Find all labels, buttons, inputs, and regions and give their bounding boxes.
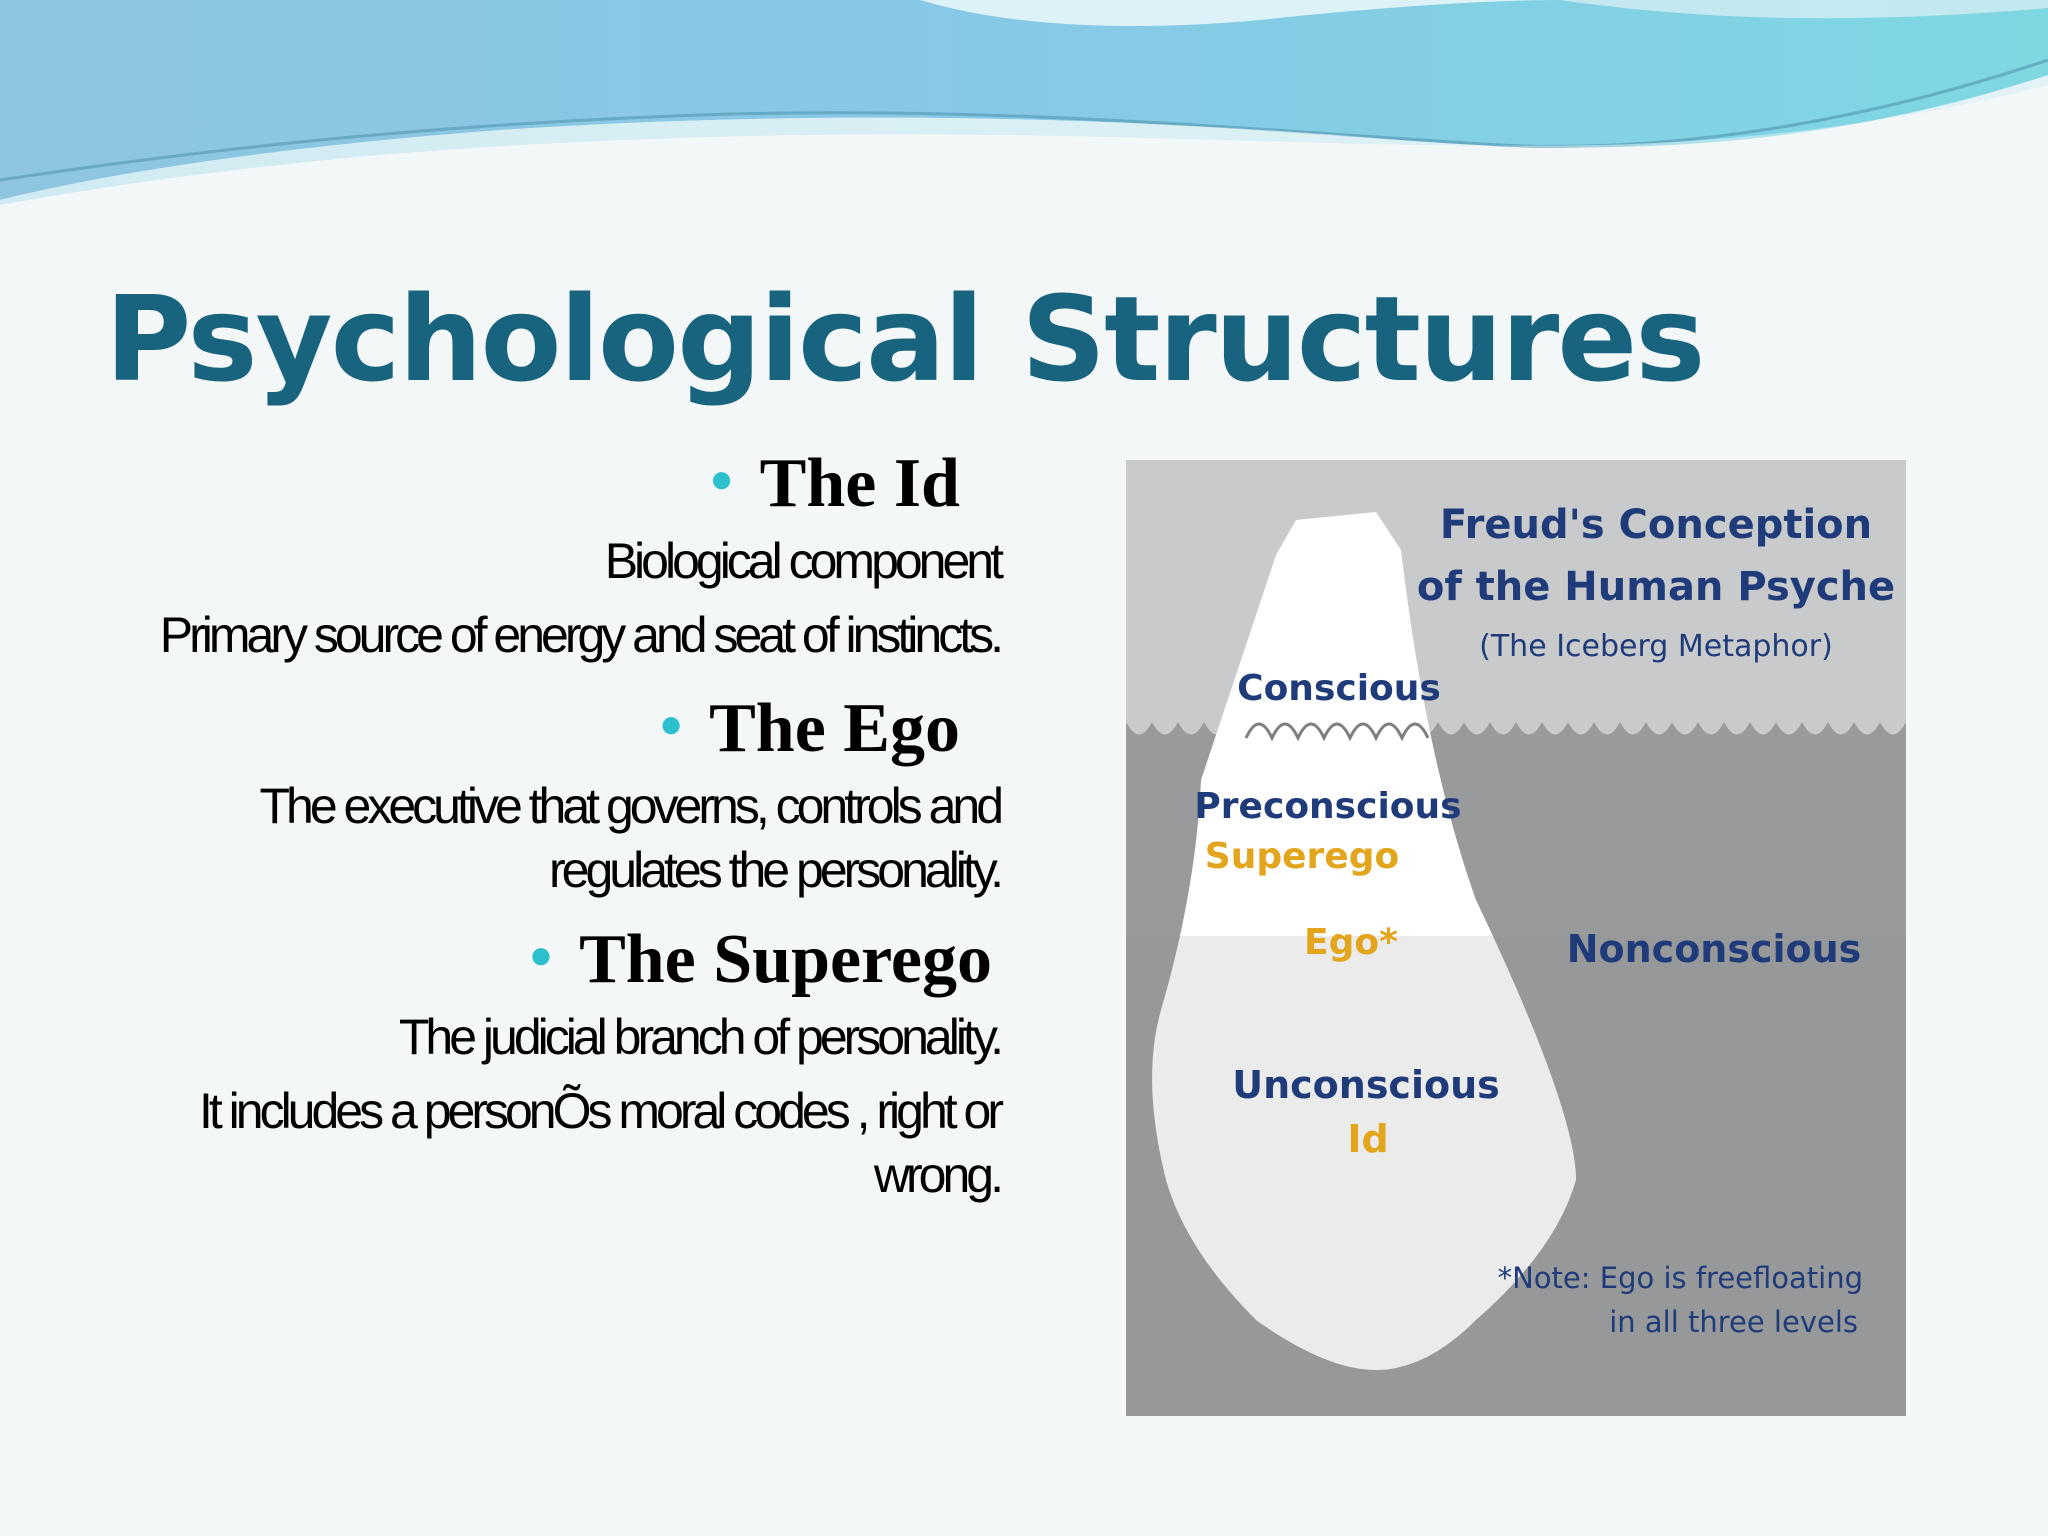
diagram-title-line1: Freud's Conception — [1440, 502, 1872, 548]
label-nonconscious: Nonconscious — [1567, 927, 1862, 971]
deep-water-tint — [1126, 936, 1906, 1416]
heading-superego-text: The Superego — [579, 921, 992, 998]
bullet-icon: ● — [709, 456, 734, 501]
bullet-list: ● The Id Biological component Primary sou… — [130, 440, 1004, 1217]
heading-id: ● The Id — [130, 440, 960, 523]
label-superego: Superego — [1205, 836, 1399, 877]
header-wave-decoration — [0, 0, 2048, 205]
ego-line-1: The executive that governs, controls and… — [259, 778, 1004, 898]
note-line1: *Note: Ego is freefloating — [1498, 1261, 1863, 1295]
id-line-2: Primary source of energy and seat of ins… — [159, 607, 1004, 663]
label-preconscious: Preconscious — [1194, 786, 1461, 827]
bullet-icon: ● — [658, 701, 684, 746]
label-unconscious: Unconscious — [1232, 1063, 1500, 1107]
diagram-title-line2: of the Human Psyche — [1417, 564, 1895, 610]
label-ego: Ego* — [1304, 922, 1398, 963]
note-line2: in all three levels — [1609, 1305, 1858, 1339]
slide-title: Psychological Structures — [105, 270, 1706, 408]
heading-id-text: The Id — [759, 445, 960, 522]
superego-line-2: It includes a personÕs moral codes , rig… — [198, 1083, 1004, 1203]
heading-superego: ● The Superego — [130, 916, 992, 999]
heading-ego: ● The Ego — [130, 685, 960, 768]
waterline-scallops — [1244, 722, 1430, 742]
label-conscious: Conscious — [1237, 668, 1441, 709]
diagram-subtitle: (The Iceberg Metaphor) — [1479, 629, 1833, 664]
bullet-icon: ● — [528, 932, 554, 977]
iceberg-shape — [1152, 512, 1576, 1370]
label-id: Id — [1347, 1117, 1388, 1161]
iceberg-diagram: Freud's Conception of the Human Psyche (… — [1126, 460, 1906, 1416]
heading-ego-text: The Ego — [709, 690, 960, 767]
id-line-1: Biological component — [604, 533, 1004, 589]
superego-line-1: The judicial branch of personality. — [398, 1009, 1004, 1065]
